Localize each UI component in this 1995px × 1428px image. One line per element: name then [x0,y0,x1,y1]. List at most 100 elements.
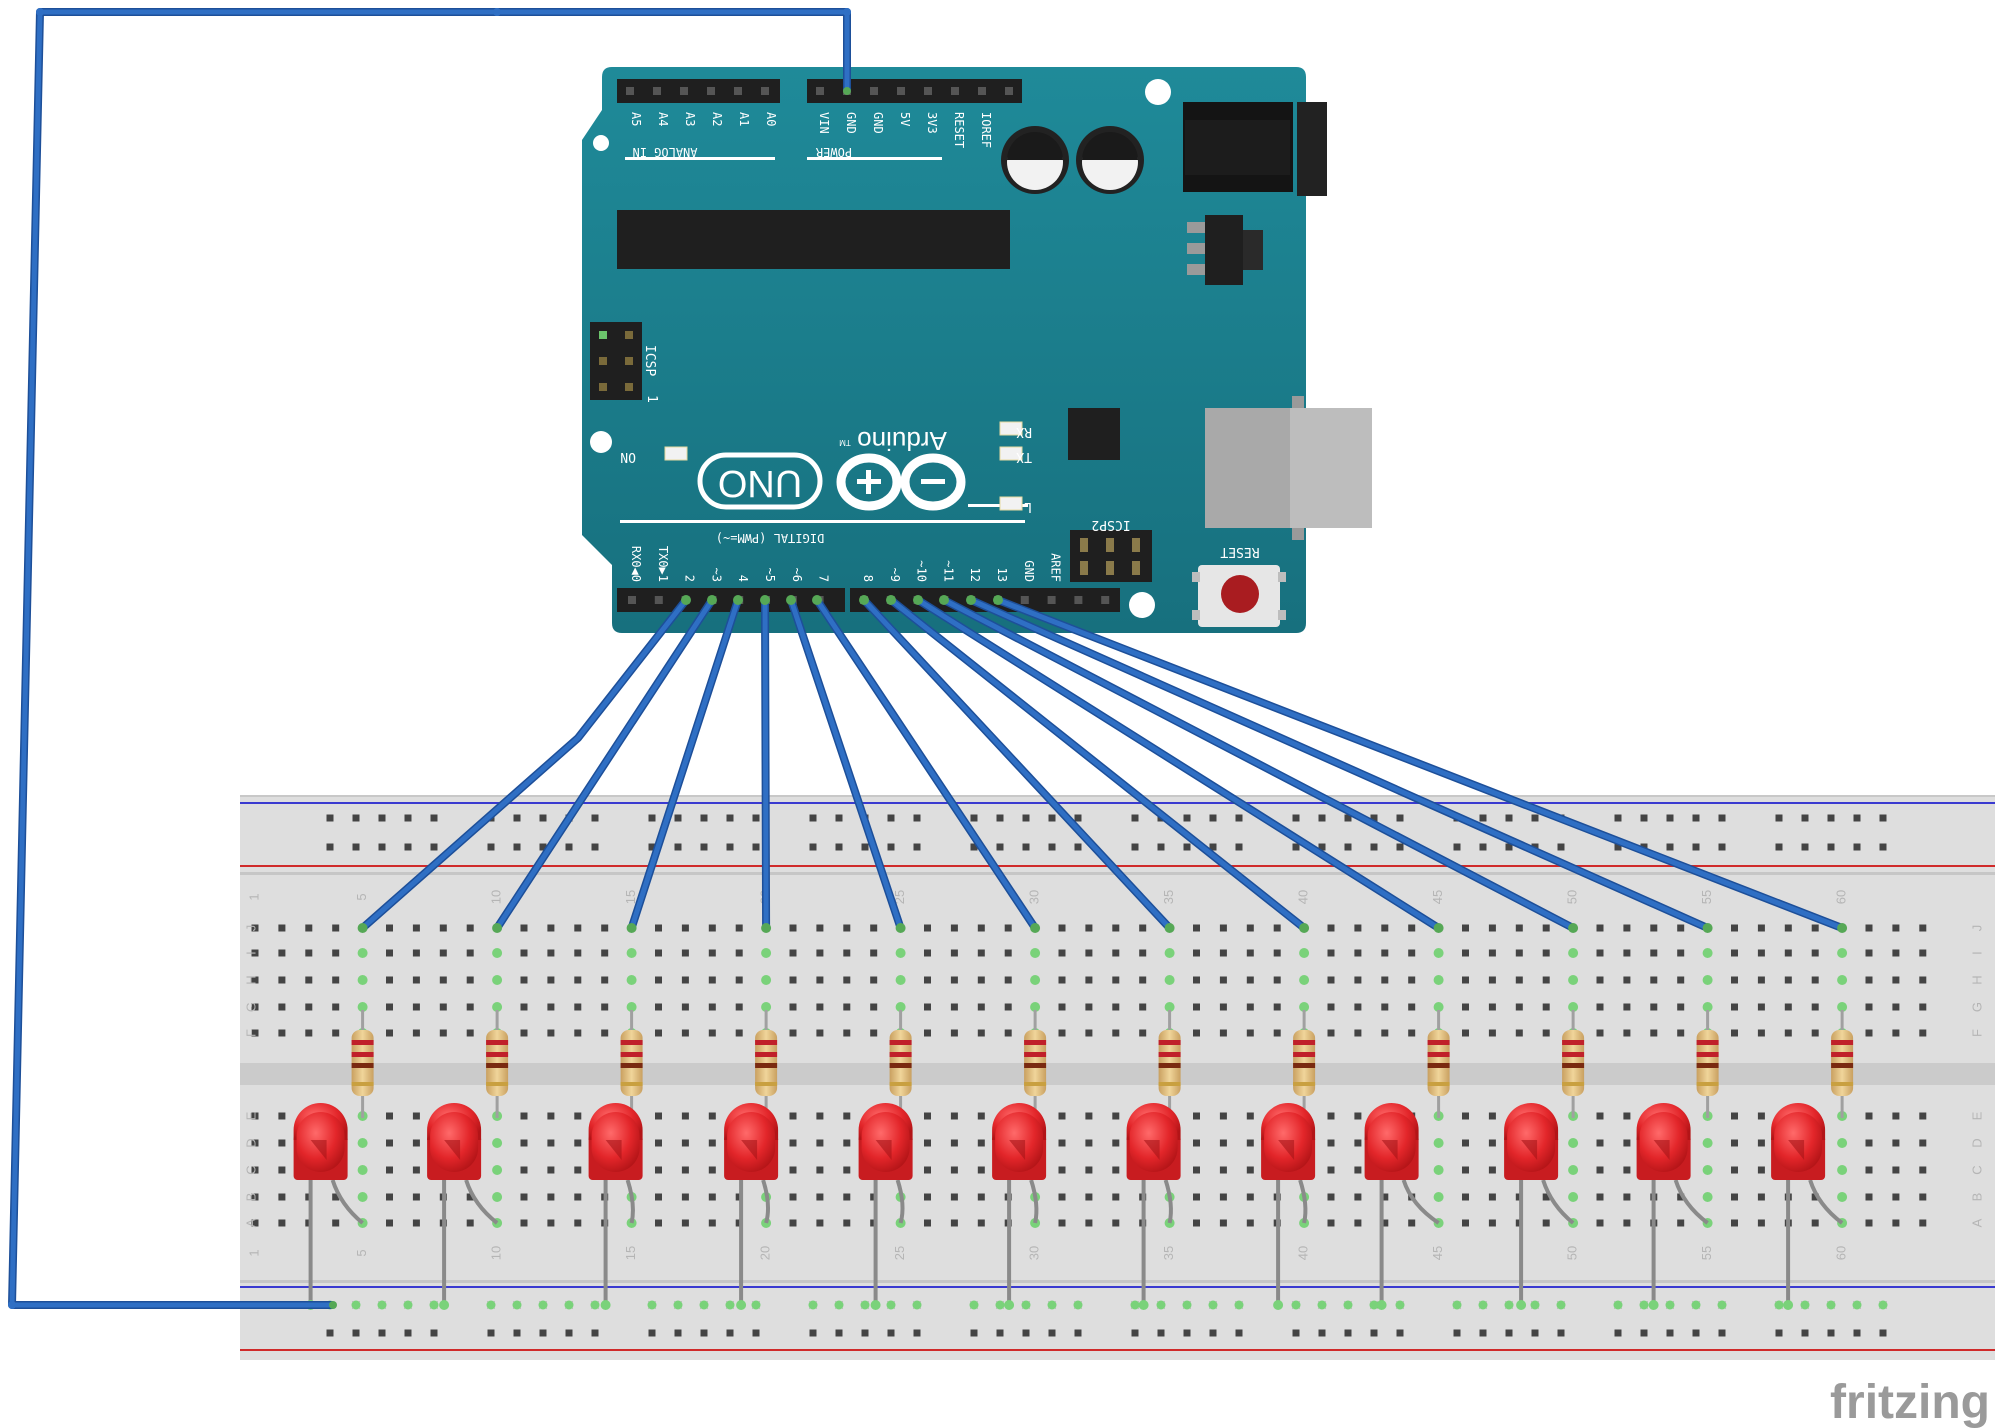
breadboard-hole [977,949,985,957]
breadboard-hole [1623,1029,1631,1037]
rail-hole [1879,1329,1887,1337]
connected-hole [761,975,772,985]
resistor [1427,1010,1450,1118]
digital-pin-label: ~3 [709,568,723,582]
connected-hole [761,948,772,958]
reset-button[interactable] [1192,565,1286,627]
breadboard-hole [547,1029,555,1037]
breadboard-hole [1112,1166,1120,1174]
row-letter-label: F [1969,1029,1984,1037]
breadboard-hole [1246,976,1254,984]
arduino-logo [836,453,966,511]
connected-hole [357,1138,368,1148]
breadboard-hole [1327,924,1335,932]
jumper-wire[interactable] [629,597,741,931]
row-letter-label: D [1969,1138,1984,1147]
header-pin [870,87,878,95]
jumper-wire[interactable] [968,597,1711,931]
jumper-wire[interactable] [814,597,1038,931]
rail-hole [1827,814,1835,822]
connected-hole [895,948,906,958]
connected-hole [357,1002,368,1012]
rail-hole [591,1329,599,1337]
jumper-wire[interactable] [995,597,1845,931]
rail-hole [752,843,760,851]
column-number-label: 45 [1430,1246,1445,1260]
jumper-wire[interactable] [360,597,689,931]
breadboard-hole [1246,1003,1254,1011]
jumper-wire[interactable] [861,597,1173,931]
breadboard-hole [816,1112,824,1120]
breadboard-hole [386,1139,393,1147]
rail-connected-hole [564,1300,574,1310]
breadboard-hole [843,924,851,932]
rail-hole [1505,814,1513,822]
breadboard-hole [520,976,528,984]
breadboard-hole [789,1029,797,1037]
wire-endpoint [681,595,691,605]
breadboard-hole [1193,1166,1200,1174]
breadboard-hole [439,1029,447,1037]
jumper-wire[interactable] [888,597,1307,931]
breadboard-hole [1731,1193,1738,1201]
rail-connected-hole [538,1300,548,1310]
breadboard-hole [1085,924,1093,932]
breadboard-hole [547,1112,555,1120]
breadboard-hole [412,1003,420,1011]
breadboard-hole [681,976,689,984]
breadboard-hole [1085,1003,1093,1011]
breadboard-hole [412,1029,420,1037]
breadboard-hole [870,949,878,957]
connected-hole [895,975,906,985]
breadboard-hole [950,1112,958,1120]
usb-interface-chip [1068,408,1120,460]
breadboard-hole [1112,976,1120,984]
l-label: L [1024,499,1032,514]
column-number-label: 5 [354,1249,369,1256]
column-number-label: 1 [246,1249,261,1256]
breadboard-hole [1542,1003,1550,1011]
breadboard-hole [305,1029,313,1037]
breadboard-hole [278,1139,286,1147]
rail-connected-hole [969,1300,979,1310]
breadboard-hole [977,1029,985,1037]
uno-badge [697,452,823,510]
breadboard-hole [655,1003,662,1011]
rx-led-indicator [999,421,1023,436]
breadboard-hole [924,1139,931,1147]
breadboard-hole [1542,976,1550,984]
header-pin [734,87,742,95]
breadboard-hole [1596,1003,1604,1011]
analog-pin-label: A3 [683,112,697,126]
breadboard-hole [386,1029,393,1037]
jumper-wire[interactable] [788,597,904,931]
jumper-wire[interactable] [941,597,1576,931]
breadboard-hole [574,1112,582,1120]
breadboard-hole [1058,1139,1066,1147]
jumper-wire[interactable] [762,597,769,931]
breadboard-hole [1004,976,1012,984]
breadboard-hole [1892,976,1900,984]
breadboard-hole [386,1193,393,1201]
breadboard-hole [305,976,313,984]
wire-endpoint [626,923,637,933]
rail-connected-hole [1800,1300,1810,1310]
rail-hole [1209,843,1217,851]
wire-endpoint [895,923,906,933]
row-letter-label: G [243,1002,258,1012]
breadboard-hole [1112,924,1120,932]
breadboard-hole [386,1219,393,1227]
jumper-wire[interactable] [494,597,715,931]
breadboard-hole [1193,1193,1200,1201]
capacitor [1076,126,1144,194]
breadboard-hole [1085,1029,1093,1037]
breadboard-hole [601,976,609,984]
rail-hole [1692,1329,1700,1337]
breadboard-hole [520,1139,528,1147]
wire-endpoint [1030,923,1041,933]
rail-connected-hole [429,1300,439,1310]
rail-hole [1853,814,1861,822]
jumper-wire[interactable] [915,597,1442,931]
breadboard-hole [1919,1166,1927,1174]
breadboard-hole [1865,1166,1873,1174]
